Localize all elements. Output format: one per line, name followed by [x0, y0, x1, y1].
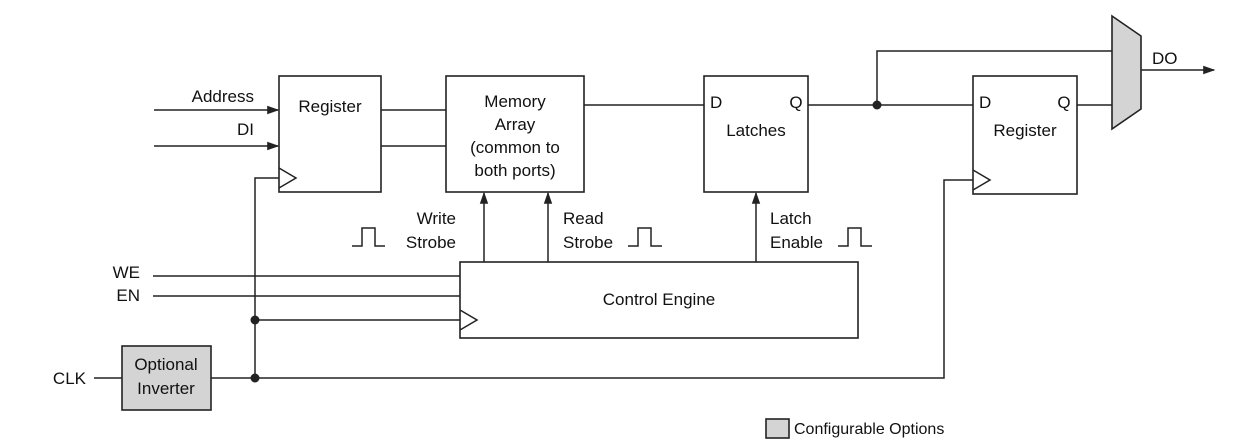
output-register-q-pin: Q [1057, 93, 1070, 112]
we-label: WE [113, 263, 140, 282]
write-strobe-label-1: Write [417, 209, 456, 228]
di-label: DI [237, 120, 254, 139]
optional-inverter-block [121, 345, 212, 411]
junction-dot-clock [250, 373, 260, 383]
read-strobe-label-1: Read [563, 209, 604, 228]
optional-inverter-line-1: Optional [134, 355, 197, 374]
input-register-block [278, 75, 382, 193]
read-strobe-label-2: Strobe [563, 233, 613, 252]
output-mux [1111, 14, 1142, 131]
output-register-block [972, 75, 1078, 195]
write-strobe-pulse-icon [352, 227, 385, 247]
latch-enable-label-2: Enable [770, 233, 823, 252]
output-register-label: Register [993, 121, 1057, 140]
do-label: DO [1152, 49, 1178, 68]
address-label: Address [192, 87, 254, 106]
output-register-d-pin: D [979, 93, 991, 112]
control-engine-label: Control Engine [603, 290, 715, 309]
latches-q-pin: Q [789, 93, 802, 112]
latches-d-pin: D [710, 93, 722, 112]
junction-dot-control-clock [250, 315, 260, 325]
read-strobe-pulse-icon [628, 227, 662, 247]
latches-block [703, 75, 809, 193]
legend-label: Configurable Options [794, 421, 944, 438]
output-register-clock-marker [972, 169, 992, 191]
legend-swatch [765, 418, 790, 439]
memory-array-block [445, 75, 585, 193]
memory-array-line-2: Array [495, 115, 536, 134]
memory-array-line-3: (common to [470, 138, 560, 157]
input-register-clock-marker [278, 167, 298, 189]
clk-to-input-register-wire [254, 177, 279, 378]
clk-label: CLK [53, 369, 87, 388]
bypass-to-mux-wire [876, 50, 1112, 105]
control-engine-clock-marker [459, 309, 479, 331]
latch-enable-pulse-icon [838, 227, 872, 247]
en-label: EN [116, 286, 140, 305]
input-register-label: Register [298, 97, 362, 116]
optional-inverter-line-2: Inverter [137, 379, 195, 398]
clk-to-output-register-wire [211, 179, 973, 379]
memory-array-line-4: both ports) [474, 161, 555, 180]
latch-enable-label-1: Latch [770, 209, 812, 228]
latches-label: Latches [726, 121, 786, 140]
control-engine-block [459, 261, 859, 339]
write-strobe-label-2: Strobe [406, 233, 456, 252]
memory-array-line-1: Memory [484, 92, 546, 111]
